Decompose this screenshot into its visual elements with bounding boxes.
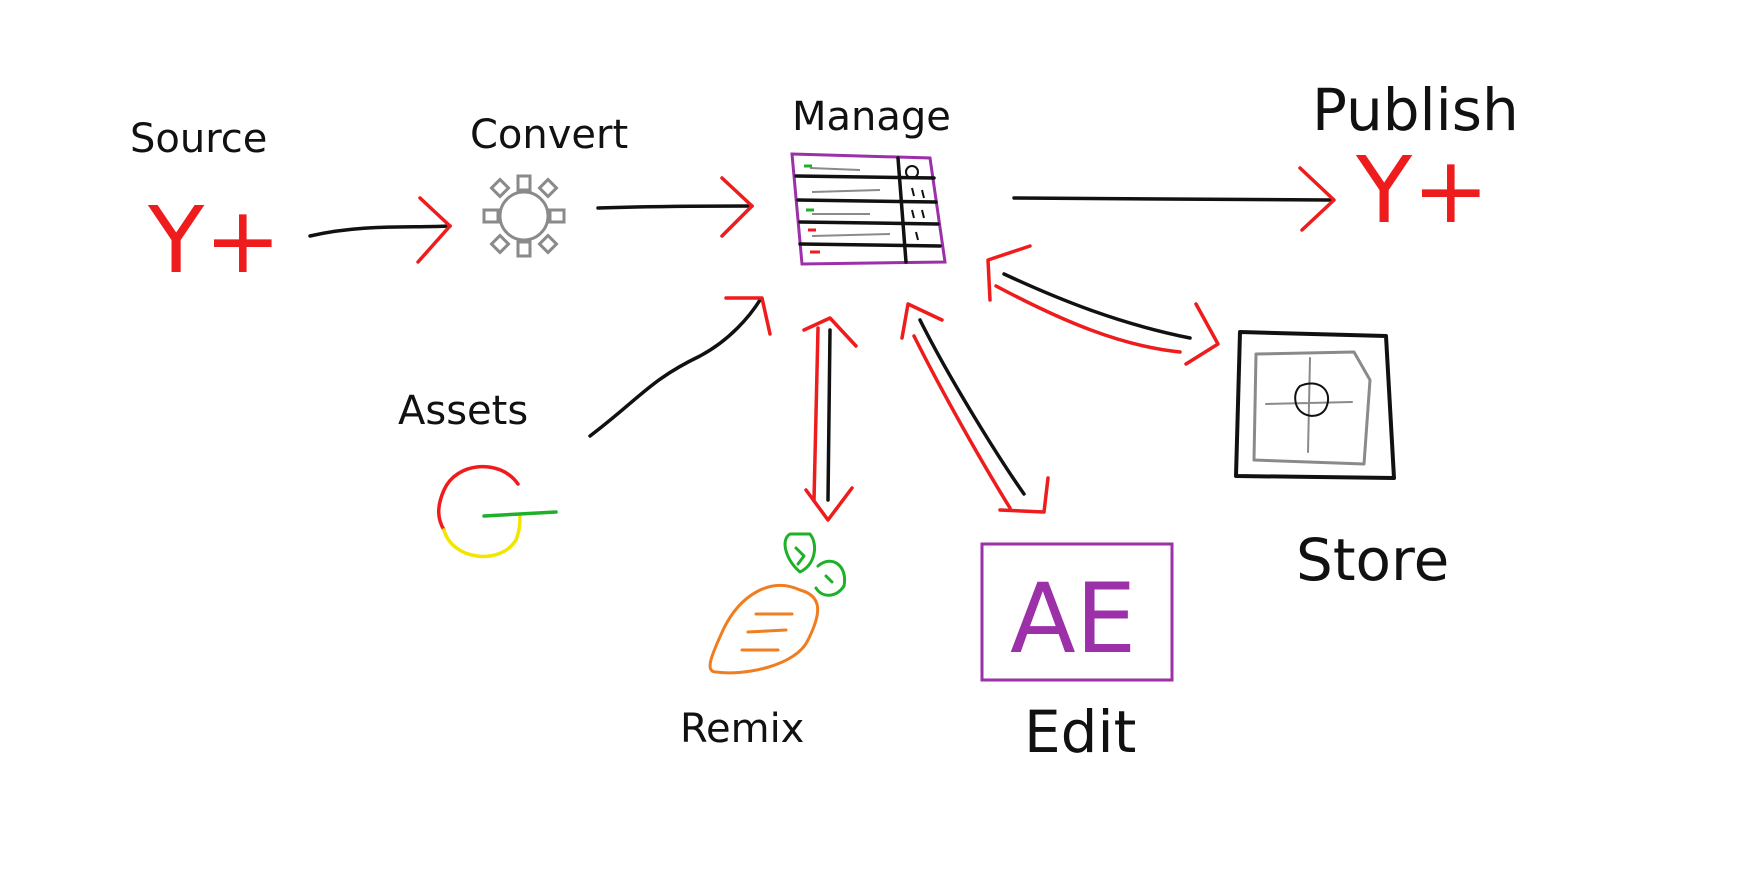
arrow-manage-store: [986, 244, 1220, 366]
node-edit: AE Edit: [980, 542, 1174, 766]
edit-logo: AE: [1010, 563, 1136, 675]
edit-label: Edit: [1024, 698, 1136, 766]
publish-logo: Y+: [1355, 137, 1489, 244]
publish-label: Publish: [1312, 76, 1519, 144]
store-label: Store: [1296, 526, 1449, 594]
manage-label: Manage: [792, 94, 951, 140]
arrow-manage-remix: [802, 316, 858, 522]
node-publish: Publish Y+: [1312, 76, 1519, 244]
arrow-convert-to-manage: [596, 176, 754, 238]
ae-logo-frame: [980, 542, 1174, 682]
node-store: Store: [1234, 330, 1449, 594]
source-logo: Y+: [147, 187, 281, 294]
hard-drive-icon: [1234, 330, 1396, 480]
source-label: Source: [130, 116, 267, 162]
arrow-assets-to-manage: [588, 296, 772, 438]
carrot-icon: [708, 532, 847, 675]
remix-label: Remix: [680, 706, 804, 752]
arrow-manage-edit: [900, 302, 1050, 514]
node-assets: Assets: [398, 388, 558, 559]
arrow-source-to-convert: [308, 196, 452, 264]
node-source: Source Y+: [130, 116, 281, 294]
convert-label: Convert: [470, 112, 628, 158]
gear-icon: [482, 174, 566, 258]
node-convert: Convert: [470, 112, 628, 258]
arrow-manage-to-publish: [1012, 166, 1336, 232]
node-manage: Manage: [790, 94, 951, 266]
node-remix: Remix: [680, 532, 847, 752]
spreadsheet-icon: [790, 152, 947, 266]
assets-label: Assets: [398, 388, 528, 434]
g-logo-icon: [437, 464, 558, 559]
